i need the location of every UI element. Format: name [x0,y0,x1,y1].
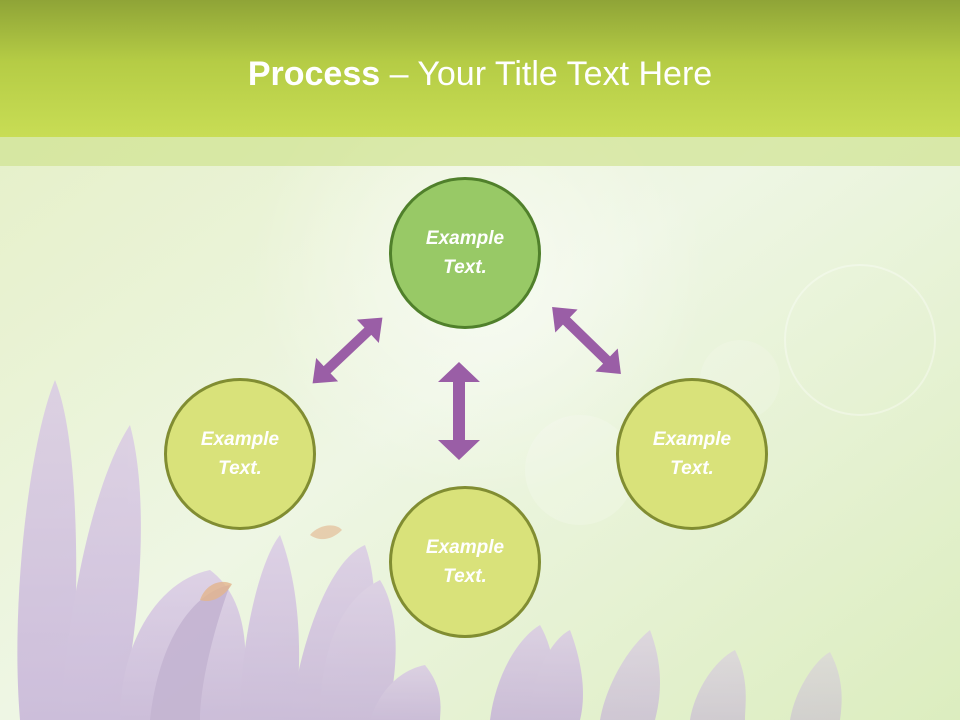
process-node-right-label: Example Text. [652,429,732,479]
process-node-bottom-label: Example Text. [425,537,505,587]
title-bar [0,0,960,137]
slide-title-bold: Process [247,55,381,93]
slide-title-separator: – [380,55,418,93]
process-node-bottom: Example Text. [389,486,541,638]
arrow-center-bottom [438,362,480,460]
process-node-right: Example Text. [616,378,768,530]
arrow-center-left [312,317,383,384]
arrow-center-right [552,307,621,374]
slide-title-text: Your Title Text Here [417,55,713,93]
process-node-left-label: Example Text. [200,429,280,479]
process-node-center: Example Text. [389,177,541,329]
process-node-center-label: Example Text. [425,228,505,278]
title-bar-band [0,137,960,166]
slide-title: Process – Your Title Text Here [0,52,960,96]
process-node-left: Example Text. [164,378,316,530]
